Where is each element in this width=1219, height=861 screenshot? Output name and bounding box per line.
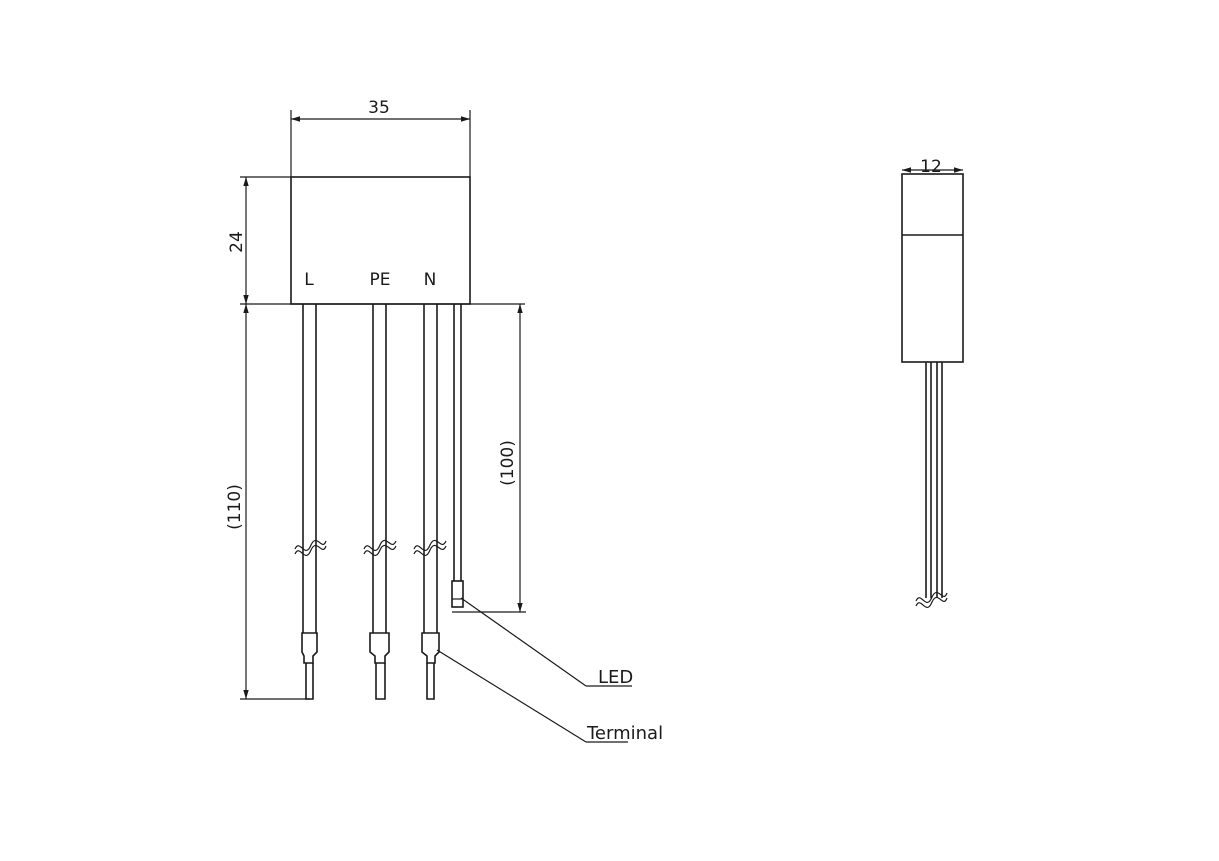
break-mark <box>363 539 397 552</box>
led-length-dimension: (100) <box>452 304 526 613</box>
pin-label-n: N <box>424 270 437 290</box>
height-dimension-label: 24 <box>227 231 247 253</box>
width-dimension: 35 <box>290 98 471 177</box>
pin-label-pe: PE <box>370 270 391 290</box>
side-view: 12 <box>901 157 964 609</box>
side-body-outline <box>901 173 964 363</box>
lead-wire-l <box>294 304 327 700</box>
pin-label-l: L <box>304 270 314 290</box>
front-view: 35 24 (110) (100) L PE N <box>225 98 663 744</box>
led-length-dimension-label: (100) <box>498 440 518 486</box>
width-dimension-label: 35 <box>368 98 390 118</box>
side-width-dimension-label: 12 <box>920 157 942 177</box>
terminal-callout: Terminal <box>436 649 663 744</box>
led-component <box>451 580 464 608</box>
lead-wire-pe <box>363 304 397 700</box>
break-mark <box>413 539 447 552</box>
led-callout-label: LED <box>598 667 633 688</box>
led-wire <box>451 304 464 608</box>
terminal-callout-label: Terminal <box>586 723 663 744</box>
led-callout: LED <box>460 597 633 688</box>
side-width-dimension: 12 <box>902 157 963 177</box>
break-mark <box>294 539 327 552</box>
lead-length-dimension-label: (110) <box>225 484 245 530</box>
height-dimension: 24 <box>227 176 291 304</box>
break-mark <box>915 591 948 604</box>
lead-wire-n <box>413 304 447 700</box>
lead-length-dimension: (110) <box>225 304 310 700</box>
side-leads <box>915 362 948 609</box>
